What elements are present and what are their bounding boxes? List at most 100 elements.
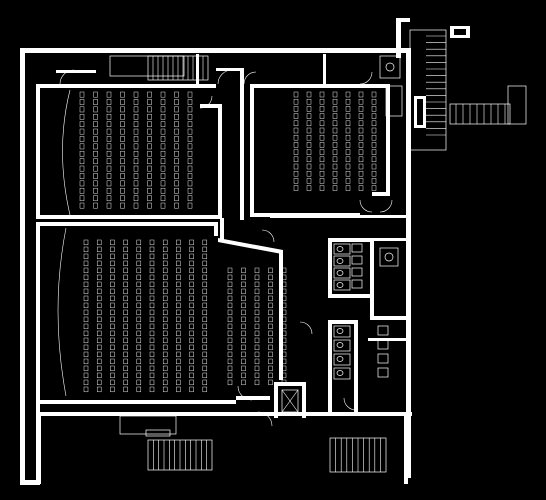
seat: [189, 323, 194, 330]
seat: [319, 156, 325, 163]
seat: [202, 351, 208, 358]
seat: [187, 202, 193, 209]
seat: [281, 330, 287, 337]
seat: [319, 163, 325, 170]
seat: [96, 246, 102, 253]
seat: [306, 149, 312, 155]
seat: [162, 288, 168, 295]
seat: [293, 134, 299, 141]
seat: [96, 302, 102, 309]
seat: [227, 302, 233, 309]
seat: [133, 187, 139, 194]
seat: [83, 365, 89, 372]
seat: [268, 379, 273, 386]
seat: [189, 351, 194, 358]
seat: [241, 323, 246, 330]
seat: [202, 337, 208, 344]
seat: [162, 260, 168, 267]
seat: [358, 127, 364, 134]
seat: [176, 330, 181, 337]
seat: [319, 127, 325, 134]
seat: [160, 165, 166, 172]
seat: [147, 128, 152, 135]
seat: [106, 202, 112, 209]
seat: [293, 163, 299, 170]
seat: [162, 365, 168, 372]
seat: [306, 120, 312, 127]
seat: [371, 134, 377, 141]
seat: [133, 202, 139, 209]
seat: [281, 288, 287, 295]
seat: [149, 295, 155, 302]
seat: [254, 372, 260, 379]
seat: [176, 267, 181, 274]
seat: [174, 187, 179, 194]
seat: [123, 267, 128, 274]
seat: [160, 180, 166, 187]
seat: [358, 98, 364, 105]
seat: [147, 99, 152, 105]
seat: [160, 195, 166, 202]
seat: [96, 316, 102, 323]
seat: [227, 330, 233, 337]
seat: [106, 187, 112, 194]
seat: [227, 337, 233, 344]
seat: [83, 372, 89, 379]
seat: [345, 91, 351, 98]
seat: [110, 281, 115, 288]
seat: [332, 98, 338, 105]
seat: [254, 274, 260, 281]
seat: [319, 91, 325, 98]
seat: [133, 165, 139, 172]
seat: [79, 158, 85, 165]
seat: [227, 309, 233, 316]
seat: [96, 281, 102, 288]
seat: [345, 113, 351, 119]
seat: [162, 281, 168, 288]
seat: [358, 185, 364, 191]
seat: [202, 330, 208, 337]
seat: [187, 113, 193, 120]
seat: [110, 337, 115, 344]
seat: [149, 302, 155, 309]
seat: [332, 178, 338, 184]
seat: [93, 121, 98, 128]
seat: [293, 120, 299, 127]
seat: [110, 365, 115, 372]
seat: [202, 379, 208, 386]
seat: [106, 91, 112, 98]
seat: [106, 128, 112, 135]
seat: [358, 142, 364, 148]
seat: [147, 165, 152, 172]
seat: [202, 316, 208, 323]
seat: [174, 143, 179, 150]
seat: [371, 120, 377, 127]
seat: [83, 379, 89, 386]
seat: [106, 150, 112, 157]
seat: [202, 260, 208, 267]
seat: [93, 99, 98, 105]
seat: [332, 142, 338, 148]
seat: [268, 372, 273, 379]
seat: [293, 113, 299, 119]
seat: [176, 253, 181, 260]
seat: [83, 260, 89, 267]
seat: [189, 365, 194, 372]
seat: [162, 316, 168, 323]
seat: [106, 165, 112, 172]
seat: [306, 106, 312, 112]
seat: [160, 143, 166, 150]
seat: [136, 316, 142, 323]
seat: [123, 379, 128, 386]
seat: [136, 288, 142, 295]
seat: [110, 379, 115, 386]
seat: [106, 121, 112, 128]
seat: [133, 150, 139, 157]
seat: [79, 150, 85, 157]
seat: [160, 202, 166, 209]
seat: [241, 267, 246, 274]
stall: [333, 243, 351, 255]
seat: [133, 106, 139, 113]
seat: [136, 295, 142, 302]
